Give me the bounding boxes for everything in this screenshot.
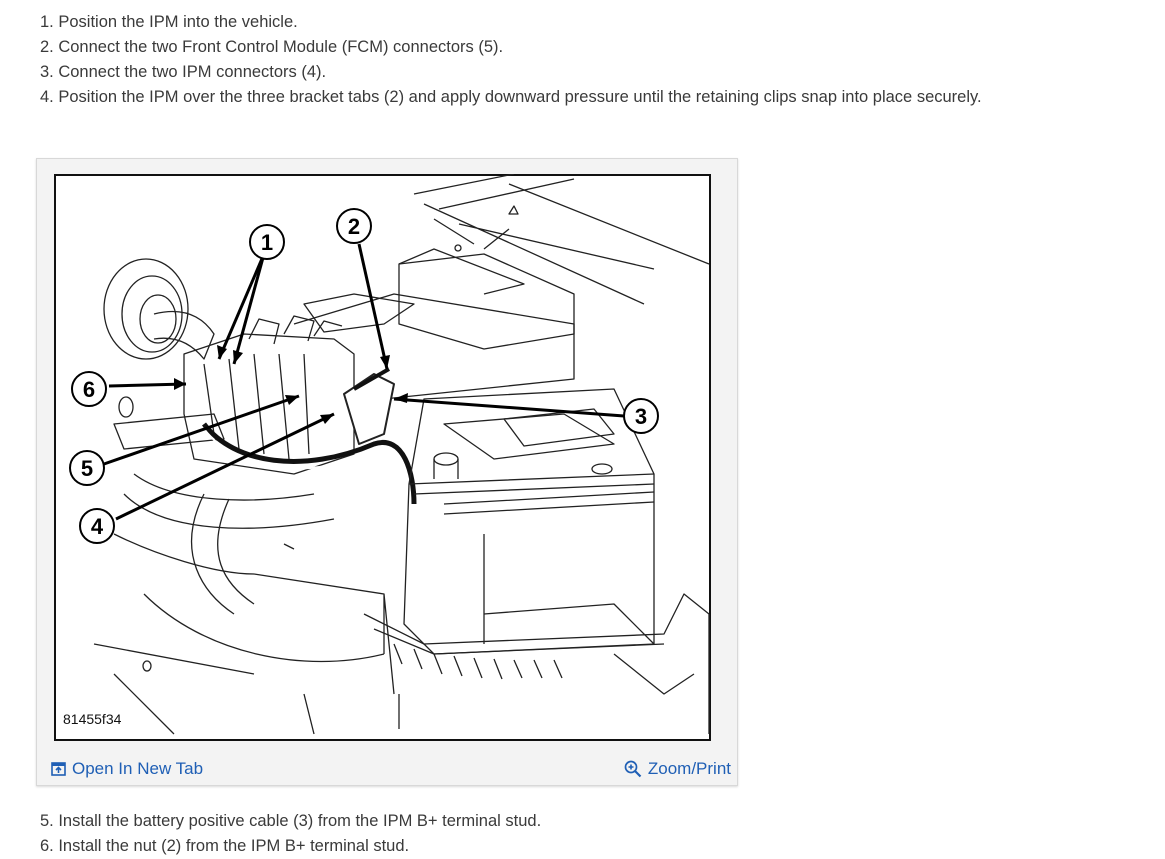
instruction-list-continued: 5. Install the battery positive cable (3… [40,809,541,859]
zoom-print-link[interactable]: Zoom/Print [624,759,731,779]
instruction-step: 3. Connect the two IPM connectors (4). [40,63,327,81]
callout-3: 3 [623,398,659,434]
instruction-step: 4. Position the IPM over the three brack… [40,88,982,106]
callout-1: 1 [249,224,285,260]
svg-text:6: 6 [83,377,95,402]
callout-2: 2 [336,208,372,244]
instruction-step: 1. Position the IPM into the vehicle. [40,13,298,31]
callout-6: 6 [71,371,107,407]
svg-text:1: 1 [261,230,273,255]
open-in-new-tab-icon [51,762,66,776]
svg-text:2: 2 [348,214,360,239]
ipm-installation-illustration: 1 2 3 4 5 6 81455f34 [54,174,711,741]
callout-5: 5 [69,450,105,486]
callout-4: 4 [79,508,115,544]
figure-code: 81455f34 [63,711,122,727]
instruction-list: 1. Position the IPM into the vehicle. 2.… [40,10,982,110]
instruction-step: 5. Install the battery positive cable (3… [40,812,542,830]
instruction-step: 6. Install the nut (2) from the IPM B+ t… [40,837,410,855]
figure-container: 1 2 3 4 5 6 81455f34 [36,158,738,786]
instruction-step: 2. Connect the two Front Control Module … [40,38,504,56]
svg-text:5: 5 [81,456,93,481]
zoom-print-label: Zoom/Print [647,759,731,778]
figure-toolbar: Open In New Tab Zoom/Print [37,751,737,785]
open-in-new-tab-label: Open In New Tab [72,759,204,778]
svg-text:3: 3 [635,404,647,429]
open-in-new-tab-link[interactable]: Open In New Tab [51,759,203,779]
magnifier-plus-icon [624,760,642,778]
svg-text:4: 4 [91,514,104,539]
